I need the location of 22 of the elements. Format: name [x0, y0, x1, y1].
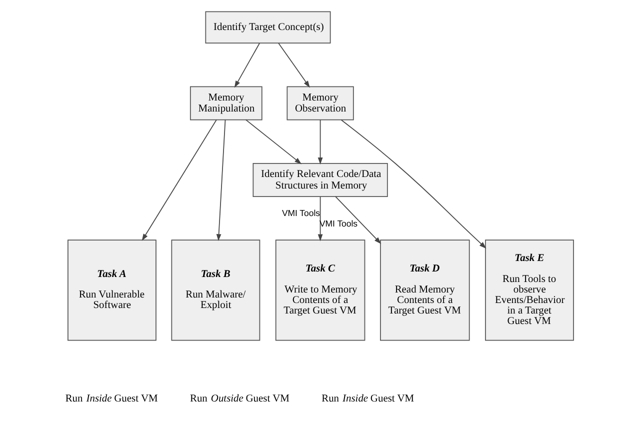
label: Run Inside Guest VM	[321, 393, 414, 404]
arrow	[334, 196, 381, 244]
label: Run Inside Guest VM	[64, 393, 158, 404]
arrow	[278, 42, 310, 88]
arrow	[216, 119, 226, 242]
arrow	[244, 119, 302, 164]
arrow	[317, 120, 322, 165]
edge-label: VMI Tools	[281, 208, 320, 218]
node-box: Task C Write to Memory Contents of a Target Guest VM	[274, 240, 365, 341]
node-box: Task E Run Tools to observe Events/Behavior in a Target Guest VM	[484, 240, 574, 341]
node-box: Memory Observation	[286, 86, 354, 120]
arrow	[340, 120, 486, 249]
node-box: Memory Manipulation	[189, 86, 262, 120]
node-box: Task A Run Vulnerable Software	[67, 240, 156, 341]
node-box: Task B Run Malware/ Exploit	[170, 240, 260, 341]
arrow	[317, 196, 322, 242]
node-box: Task D Read Memory Contents of a Target Guest VM	[380, 240, 470, 341]
node-box: Identify Target Concept(s)	[204, 11, 330, 44]
label: Run Outside Guest VM	[189, 393, 289, 404]
node-box: Identify Relevant Code/Data Structures in Memory	[252, 162, 388, 197]
arrow	[141, 119, 216, 241]
arrow	[234, 42, 260, 88]
